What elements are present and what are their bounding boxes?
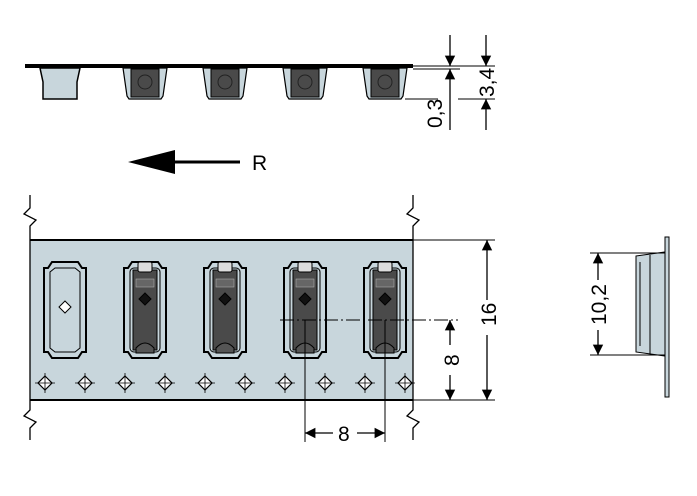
sprocket-hole [235,373,255,393]
sprocket-hole [35,373,55,393]
dim-component-height: 10,2 [588,284,611,325]
sprocket-hole [115,373,135,393]
sprocket-hole [75,373,95,393]
front-view: 16 8 8 [22,195,501,446]
sprocket-hole [315,373,335,393]
sprocket-hole [395,373,415,393]
filled-pocket-side [122,67,168,100]
sprocket-hole [195,373,215,393]
break-line-left [22,195,38,440]
direction-label: R [252,152,267,175]
sprocket-hole [275,373,295,393]
pocket-with-component [363,261,407,359]
sprocket-hole [155,373,175,393]
dim-height: 3,4 [476,67,499,97]
dim-center: 8 [441,354,464,366]
break-line-right [405,195,421,440]
filled-pocket-side [282,67,328,100]
diamond-icon [58,300,72,314]
dim-thickness: 0,3 [424,99,447,128]
pocket-with-component [283,261,327,359]
filled-pocket-side [202,67,248,100]
arrow-left-icon [128,150,175,174]
dim-pitch: 8 [338,423,350,446]
tape-edge [25,64,413,68]
pocket-with-component [203,261,247,359]
dim-tape-width: 16 [478,303,501,326]
empty-pocket-front [43,261,87,359]
direction-indicator: R [128,150,267,175]
pocket-with-component [123,261,167,359]
filled-pocket-side [362,67,408,100]
side-view: 10,2 [588,236,670,398]
empty-pocket [39,67,81,100]
sprocket-hole [355,373,375,393]
top-view: 0,3 3,4 [25,35,499,130]
